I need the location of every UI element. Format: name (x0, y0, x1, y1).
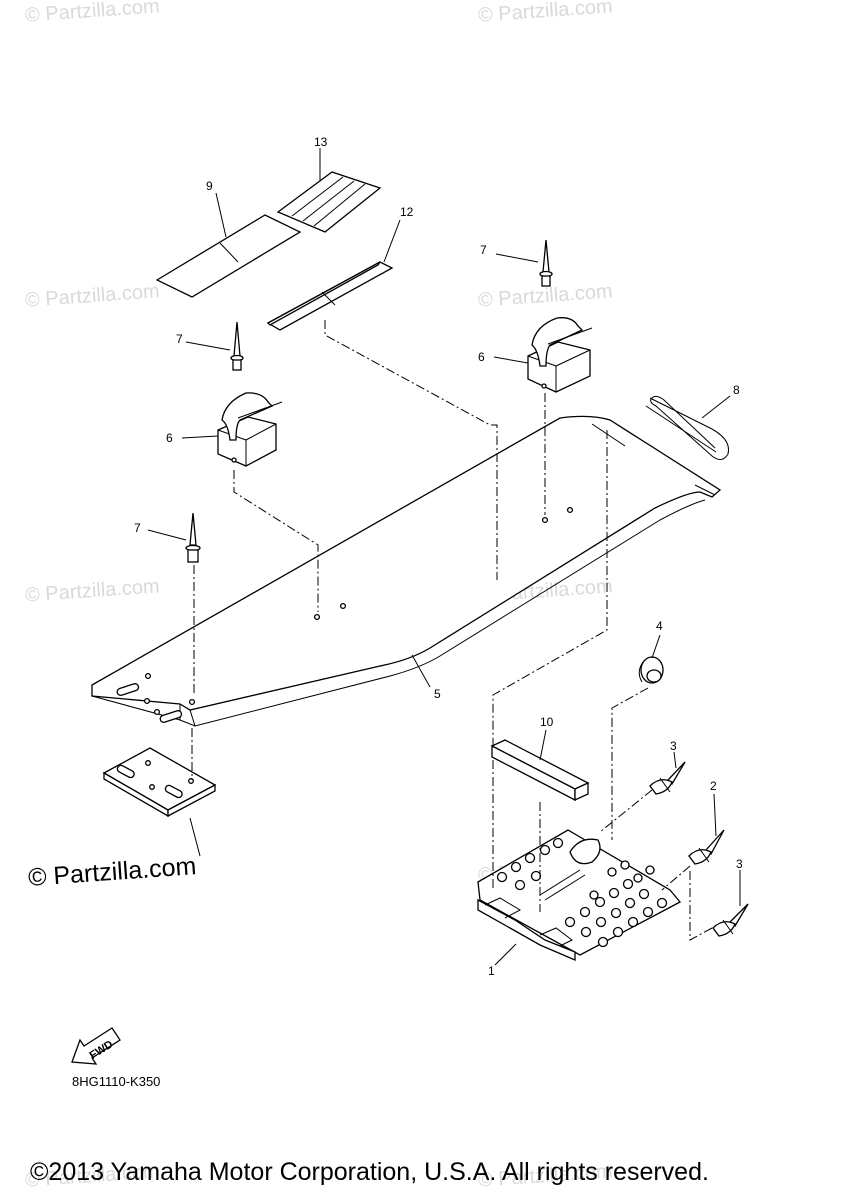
callout-10: 10 (540, 715, 554, 729)
callout-12: 12 (400, 205, 414, 219)
clip-part-9[interactable] (645, 395, 730, 460)
diagram-reference-code: 8HG1110-K350 (72, 1074, 161, 1089)
bracket-holes (496, 837, 668, 948)
callout-1: 1 (488, 964, 495, 978)
leader-lines (147, 148, 741, 966)
rivet-part-7-right[interactable] (539, 239, 553, 287)
callout-7-right: 7 (480, 243, 487, 257)
push-rivet-part-3-lower[interactable] (712, 903, 749, 937)
copyright-notice: ©2013 Yamaha Motor Corporation, U.S.A. A… (30, 1158, 709, 1186)
callout-7-bottom: 7 (134, 521, 141, 535)
push-rivet-part-3-upper[interactable] (649, 761, 686, 795)
callout-5: 5 (434, 687, 441, 701)
callout-3-upper: 3 (670, 739, 677, 753)
plate-part-5[interactable] (91, 415, 722, 727)
decal-part-13[interactable] (155, 214, 302, 298)
callout-13: 9 (206, 179, 213, 193)
callout-6-right: 6 (478, 350, 485, 364)
rivet-part-7-left[interactable] (230, 321, 244, 371)
clamp-part-6-left[interactable] (217, 392, 283, 467)
plate-part-8[interactable] (102, 747, 217, 818)
callout-9: 8 (733, 383, 740, 397)
assembly-lines (191, 320, 713, 941)
callout-4: 4 (656, 619, 663, 633)
callout-3-lower: 3 (736, 857, 743, 871)
callout-numbers: 13 9 12 7 7 6 8 6 7 4 5 10 3 2 9 3 1 (134, 135, 743, 978)
grommet-part-4[interactable] (638, 656, 664, 684)
decal-part-11[interactable] (276, 171, 382, 233)
bar-part-10[interactable] (490, 739, 590, 802)
push-rivet-part-2[interactable] (688, 829, 725, 865)
fwd-arrow-icon: FWD (71, 1027, 121, 1065)
callout-2: 2 (710, 779, 717, 793)
decal-part-12[interactable] (266, 261, 394, 331)
callout-11: 13 (314, 135, 328, 149)
callout-7-left: 7 (176, 332, 183, 346)
bracket-part-1[interactable] (477, 829, 682, 961)
clamp-part-6-right[interactable] (527, 317, 593, 393)
callout-6-left: 6 (166, 431, 173, 445)
rivet-part-7-bottom[interactable] (185, 512, 201, 563)
